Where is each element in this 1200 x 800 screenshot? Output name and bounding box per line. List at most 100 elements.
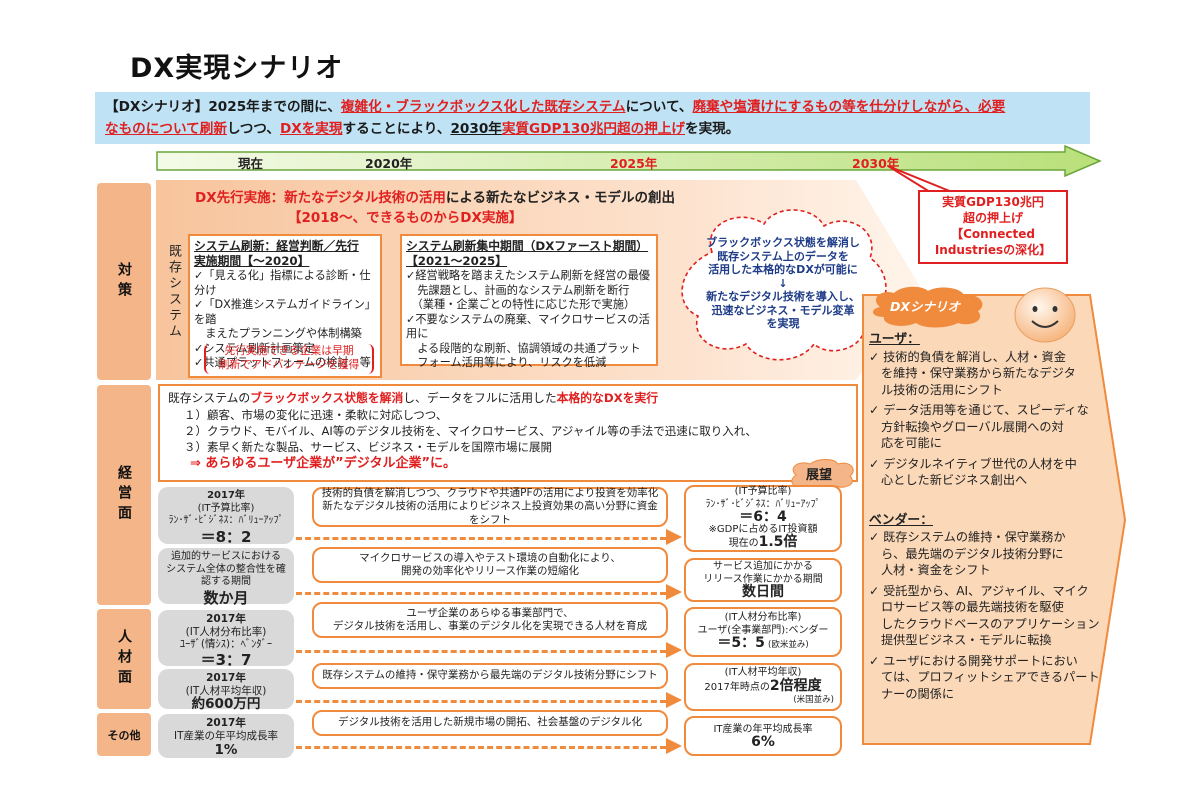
row3-future: (IT人材分布比率) ユーザ(全事業部門):ベンダー ＝5：5 (欧米並み) — [684, 607, 842, 657]
user-item-line: 応を可能に — [881, 436, 942, 450]
row1-future-value: ＝6：4 — [739, 509, 787, 526]
row3-action-line: ユーザ企業のあらゆる事業部門で、 — [406, 606, 574, 619]
row3-future-value: ＝5：5 — [717, 635, 765, 652]
row1-future-line: ※GDPに占めるIT投資額 — [708, 523, 818, 535]
row5-future-line: IT産業の年平均成長率 — [713, 723, 813, 735]
timeline-now: 現在 — [238, 156, 264, 171]
tab-taisaku: 対策 — [97, 183, 151, 380]
dx-pilot-line1: DX先行実施：新たなデジタル技術の活用による新たなビジネス・モデルの創出 — [195, 186, 675, 206]
banner-text: しつつ、 — [226, 121, 280, 137]
timeline-arrow — [156, 144, 1102, 178]
banner-text: することにより、 — [342, 121, 451, 137]
kizon-system-label: 既存システム — [166, 244, 181, 340]
row3-current: 2017年 (IT人材分布比率) ﾕｰｻﾞ(情ｼｽ)：ﾍﾞﾝﾀﾞｰ ＝3：7 — [158, 610, 294, 669]
row3-future-note: (欧米並み) — [768, 640, 809, 651]
management-line: 既存システムのブラックボックス状態を解消し、データをフルに活用した本格的なDXを… — [168, 390, 848, 407]
row1-current-line: (IT予算比率) — [197, 502, 255, 514]
row4-dash-line — [296, 700, 666, 703]
row5-future-value: 6% — [751, 734, 775, 750]
cloud-arrow: ↓ — [778, 276, 788, 290]
user-item: ✓ データ活用等を通じて、スピーディな 方針転換やグローバル展開への対 応を可能… — [869, 402, 1109, 452]
intensive-heading: 【2021～2025】 — [406, 253, 508, 268]
cloud-line: 既存システム上のデータを — [717, 249, 849, 263]
banner-text: なものについて刷新 — [105, 121, 227, 137]
cloud-text: ブラックボックス状態を解消し 既存システム上のデータを 活用した本格的なDXが可… — [690, 236, 876, 331]
dx-pilot-text: DX先行実施：新たなデジタル技術の活用 — [195, 190, 446, 206]
row1-current-value: ＝8：2 — [200, 527, 252, 546]
row1-dash-line — [296, 537, 666, 540]
row1-arrow-head — [666, 529, 682, 545]
renewal-item: ✓システム刷新計画策定 — [194, 341, 315, 355]
row4-future-value: 2倍程度 — [769, 677, 822, 694]
vendor-item-line: 人材・資金をシフト — [881, 563, 991, 577]
scenario-badge-shape — [872, 286, 983, 328]
management-text: し、データをフルに活用した — [403, 391, 557, 405]
cloud-line: 迅速なビジネス・モデル変革 — [711, 303, 855, 317]
user-item-line: 心とした新ビジネス創出へ — [881, 473, 1028, 487]
user-item-line: を維持・保守業務から新たなデジタ — [881, 366, 1076, 380]
user-item: ✓ デジタルネイティブ世代の人材を中 心とした新ビジネス創出へ — [869, 456, 1109, 489]
row2-future-line: サービス追加にかかる — [713, 561, 813, 573]
row4-arrow-head — [666, 692, 682, 708]
row2-future-value: 数日間 — [742, 584, 784, 601]
cloud-line: 新たなデジタル技術を導入し、 — [706, 290, 860, 303]
renewal-note-line: 先行実施できる企業は早期 — [224, 344, 354, 357]
vendor-item-line: ✓ ユーザにおける開発サポートにおい — [869, 653, 1078, 668]
dx-pilot-text: による新たなビジネス・モデルの創出 — [445, 190, 675, 206]
vendor-item-line: ら、最先端のデジタル技術分野に — [881, 546, 1064, 561]
row4-current: 2017年 (IT人材平均年収) 約600万円 — [158, 669, 294, 712]
row1-current-line: ﾗﾝ･ｻﾞ･ﾋﾞｼﾞﾈｽ：ﾊﾞﾘｭｰｱｯﾌﾟ — [168, 515, 284, 526]
intensive-box: システム刷新集中期間（DXファースト期間） 【2021～2025】 ✓経営戦略を… — [400, 234, 658, 369]
row5-arrow-head — [666, 738, 682, 754]
row2-future: サービス追加にかかる リリース作業にかかる期間 数日間 — [684, 558, 842, 602]
gdp-callout-line: 超の押上げ — [962, 211, 1023, 225]
row3-dash-line — [296, 650, 666, 653]
user-heading: ユーザ： — [869, 332, 920, 347]
dx-pilot-line2: 【2018～、できるものからDX実施】 — [288, 210, 523, 226]
scenario-badge: DXシナリオ — [890, 299, 961, 314]
timeline-2025: 2025年 — [610, 156, 658, 171]
row4-action-line: 既存システムの維持・保守業務から最先端のデジタル技術分野にシフト — [322, 669, 658, 682]
tab-keiei: 経営面 — [97, 385, 151, 605]
row1-action-line: 技術的負債を解消しつつ、クラウドや共通PFの活用により投資を効率化 — [321, 486, 659, 499]
gdp-callout-line: 実質GDP130兆円 — [942, 195, 1044, 209]
renewal-note-line: 刷新でアドバンテージを獲得 — [218, 358, 360, 371]
gdp-callout-line: Industriesの深化】 — [934, 243, 1052, 257]
row4-future-line: 2017年時点の — [704, 681, 770, 693]
row2-current-value: 数か月 — [203, 588, 249, 607]
management-text: 既存システムの — [168, 391, 251, 405]
vendor-item: ✓ 受託型から、AI、アジャイル、マイク ロサービス等の最先端技術を駆使 したク… — [869, 583, 1109, 649]
row4-future-note: (米国並み) — [793, 695, 834, 706]
banner-text: 【DXシナリオ】2025年までの間に、 — [105, 99, 341, 115]
cloud-line: ブラックボックス状態を解消し — [706, 236, 860, 249]
row4-action: 既存システムの維持・保守業務から最先端のデジタル技術分野にシフト — [312, 663, 668, 689]
row5-dash-line — [296, 746, 666, 749]
vendor-item-line: ✓ 受託型から、AI、アジャイル、マイク — [869, 583, 1089, 598]
timeline-2030: 2030年 — [852, 156, 900, 171]
vendor-item-line: ては、プロフィットシェアできるパート — [881, 670, 1100, 684]
tab-jinzai: 人材面 — [97, 609, 151, 709]
row3-current-line: (IT人材分布比率) — [185, 625, 267, 638]
banner-text: DXを実現 — [279, 121, 343, 137]
row3-action: ユーザ企業のあらゆる事業部門で、 デジタル技術を活用し、事業のデジタル化を実現で… — [312, 602, 668, 638]
row2-dash-line — [296, 592, 666, 595]
cloud-line: 活用した本格的なDXが可能に — [708, 263, 858, 276]
row2-current-line: システム全体の整合性を確 — [166, 563, 286, 575]
row1-action-line: 新たなデジタル技術の活用によりビジネス上投資効果の高い分野に資金をシフト — [322, 500, 658, 526]
tab-other: その他 — [97, 713, 151, 756]
summary-banner: 【DXシナリオ】2025年までの間に、複雑化・ブラックボックス化した既存システム… — [95, 92, 1090, 144]
row3-arrow-head — [666, 642, 682, 658]
row2-arrow-head — [666, 584, 682, 600]
row5-current-line: IT産業の年平均成長率 — [173, 729, 278, 742]
gdp-callout: 実質GDP130兆円 超の押上げ 【Connected Industriesの深… — [918, 190, 1068, 264]
row5-current-line: 2017年 — [206, 717, 246, 729]
row3-future-line: ユーザ(全事業部門):ベンダー — [697, 624, 829, 636]
row2-current: 追加的サービスにおける システム全体の整合性を確 認する期間 数か月 — [158, 548, 294, 607]
user-item-line: ✓ データ活用等を通じて、スピーディな — [869, 403, 1089, 417]
row1-future-line: 現在の — [728, 538, 759, 550]
vendor-item-line: ナーの関係に — [881, 686, 955, 701]
banner-text: について、 — [625, 99, 693, 115]
row2-action: マイクロサービスの導入やテスト環境の自動化により、 開発の効率化やリリース作業の… — [312, 547, 668, 583]
vendor-item-line: ロサービス等の最先端技術を駆使 — [881, 600, 1064, 614]
smiley-icon — [1014, 287, 1076, 343]
